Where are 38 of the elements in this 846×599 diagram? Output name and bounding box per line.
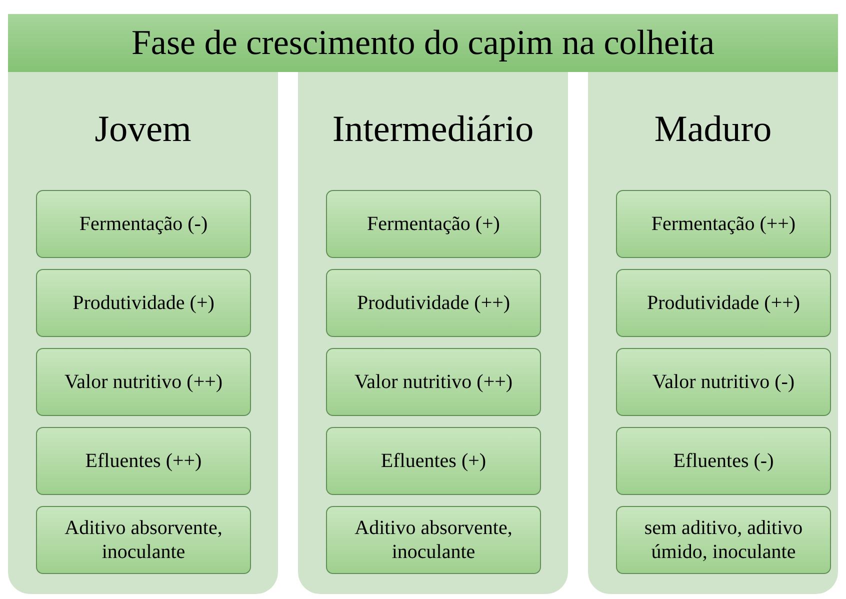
property-label: Fermentação (-) xyxy=(79,212,208,236)
property-label: Efluentes (+) xyxy=(380,449,486,473)
property-box xyxy=(326,190,541,258)
property-label: Valor nutritivo (++) xyxy=(354,370,513,394)
property-box xyxy=(36,348,251,416)
column-heading: Jovem xyxy=(94,108,192,151)
stage-column xyxy=(588,72,838,594)
stage-column xyxy=(298,72,568,594)
title-banner xyxy=(8,14,838,72)
property-label: Aditivo absorvente, inoculante xyxy=(354,516,514,564)
property-box xyxy=(326,269,541,337)
property-box xyxy=(616,506,831,574)
property-label: Fermentação (+) xyxy=(367,212,500,236)
property-label: Produtividade (++) xyxy=(646,291,800,315)
property-box xyxy=(326,506,541,574)
property-label: Produtividade (+) xyxy=(72,291,214,315)
property-box xyxy=(616,269,831,337)
property-box xyxy=(616,348,831,416)
title-text: Fase de crescimento do capim na colheita xyxy=(131,23,715,63)
property-label: Aditivo absorvente, inoculante xyxy=(64,516,224,564)
column-heading: Maduro xyxy=(653,108,773,151)
property-label: Efluentes (-) xyxy=(673,449,774,473)
property-box xyxy=(36,269,251,337)
property-box xyxy=(616,190,831,258)
property-box xyxy=(326,348,541,416)
property-label: Valor nutritivo (-) xyxy=(652,370,795,394)
property-box xyxy=(616,427,831,495)
column-heading: Intermediário xyxy=(331,108,535,151)
property-box xyxy=(36,427,251,495)
property-box xyxy=(36,190,251,258)
stage-column xyxy=(8,72,278,594)
property-box xyxy=(36,506,251,574)
property-box xyxy=(326,427,541,495)
property-label: Efluentes (++) xyxy=(85,449,202,473)
property-label: Produtividade (++) xyxy=(356,291,510,315)
property-label: Fermentação (++) xyxy=(651,212,796,236)
property-label: sem aditivo, aditivo úmido, inoculante xyxy=(643,516,804,564)
property-label: Valor nutritivo (++) xyxy=(64,370,223,394)
